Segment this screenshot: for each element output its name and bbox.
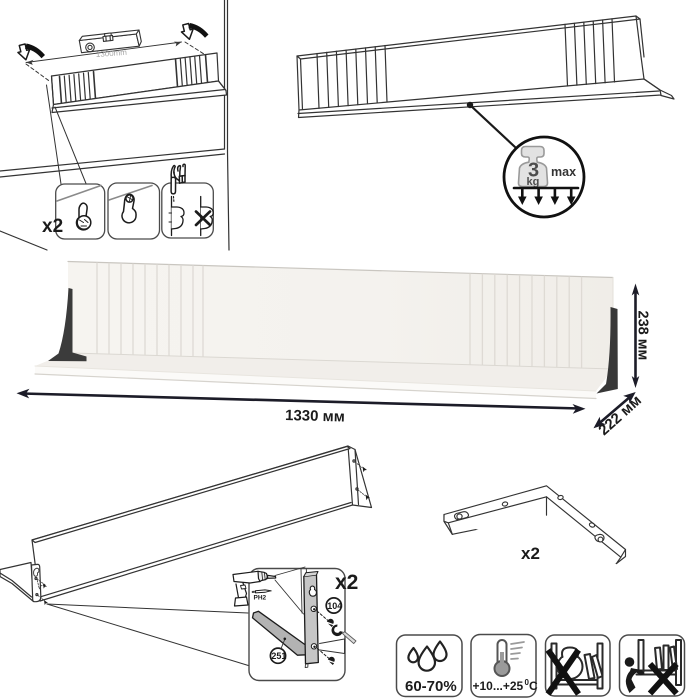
svg-text:x2: x2	[521, 544, 540, 563]
svg-text:+10...+25: +10...+25	[473, 679, 524, 693]
svg-text:x2: x2	[42, 216, 63, 237]
svg-text:1330 мм: 1330 мм	[285, 407, 345, 426]
svg-text:1300mm: 1300mm	[96, 48, 128, 59]
svg-text:3: 3	[528, 160, 539, 182]
svg-text:238 мм: 238 мм	[635, 311, 651, 361]
svg-text:C: C	[529, 679, 538, 693]
svg-text:x2: x2	[335, 571, 358, 594]
svg-text:60-70%: 60-70%	[405, 678, 457, 695]
svg-text:0: 0	[525, 678, 530, 687]
svg-text:max: max	[551, 165, 576, 179]
svg-text:kg: kg	[527, 176, 540, 188]
svg-text:PH2: PH2	[254, 595, 267, 602]
svg-text:104: 104	[327, 601, 342, 611]
svg-text:251: 251	[271, 651, 286, 661]
